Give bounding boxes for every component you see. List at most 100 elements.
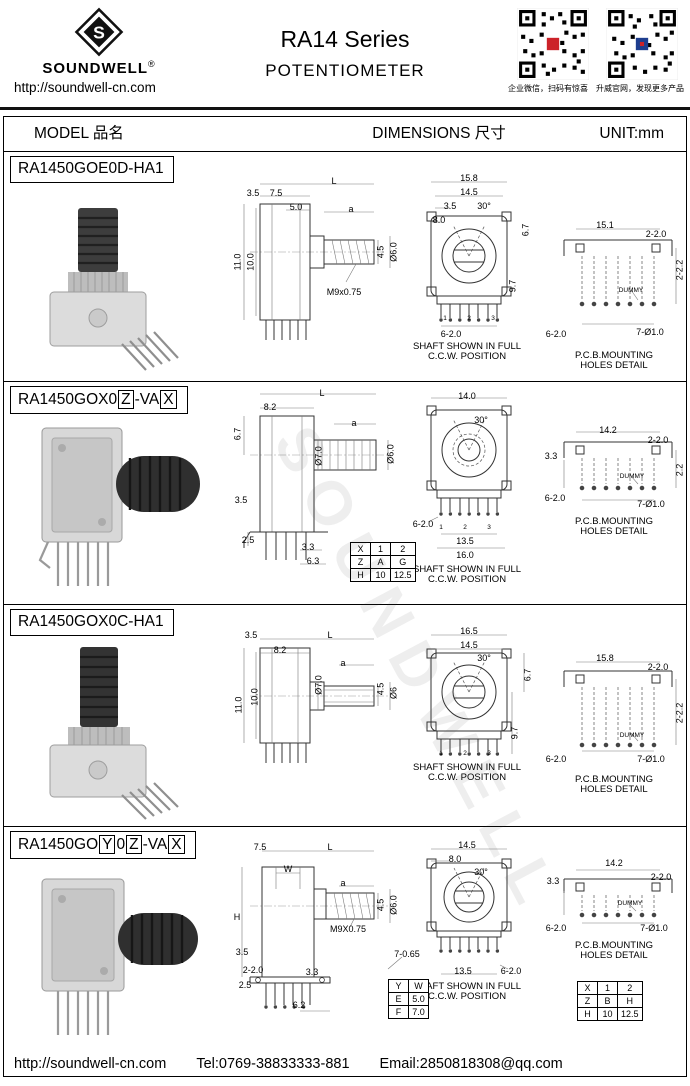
dimension-label: 2-2.0 [242,965,264,975]
dimension-label: 6-2.0 [440,329,462,339]
model-boxed-letter: Z [118,390,134,410]
dimension-label: 8.0 [448,854,462,864]
side-view-drawing [243,638,391,763]
dimension-label: 3 [491,315,495,322]
qr-code-website-icon [606,8,679,80]
dimension-label: 6-2.0 [545,923,567,933]
dimension-label: 3 [487,750,491,757]
side-view-drawing [241,850,403,1012]
model-boxed-letter: X [160,390,177,410]
dimension-label: 14.5 [460,187,478,197]
option-spec-cell: W [408,979,429,993]
dimension-label: 6-2.0 [545,329,567,339]
dimension-label: 14.5 [458,840,476,850]
pcb-detail-drawing [563,661,677,752]
model-text: -VA [142,836,168,853]
pcb-detail-drawing [563,228,677,325]
dimension-label: 14.0 [458,391,476,401]
dimension-label: 4.5 [375,245,386,259]
dimension-label: 30° [474,415,488,425]
dimension-label: Ø7.0 [313,446,324,466]
dimension-label: Ø6.0 [388,895,399,915]
product-photo [49,647,179,820]
qr-code-wechat-icon [517,8,589,80]
option-spec-cell: 1 [597,981,618,995]
model-boxed-letter: X [168,835,185,855]
side-view-drawing [243,393,390,565]
dimension-label: L [327,842,333,852]
model-row-1: RA1450GOE0D-HA1 [4,152,686,382]
dimension-label: a [351,418,357,428]
model-text: -VA [134,391,160,408]
footer-url[interactable]: http://soundwell-cn.com [14,1055,167,1072]
dimension-label: 30° [477,201,491,211]
technical-drawing-3 [49,634,677,820]
qr-caption-wechat: 企业微信，扫码有惊喜 [508,84,588,93]
brand-url[interactable]: http://soundwell-cn.com [14,80,156,95]
option-spec-cell: 7.0 [408,1005,429,1019]
logo-letter: S [93,23,105,43]
dimension-label: 1 [439,524,443,531]
dimension-label: 15.8 [460,173,478,183]
dimension-label: 6.3 [306,556,320,566]
dimension-label: 3.5 [235,947,249,957]
dimension-label: 11.0 [232,253,243,271]
product-photo [41,878,198,1035]
model-text: RA1450GOX0C-HA1 [18,613,164,630]
dimension-label: 1 [443,315,447,322]
dimension-label: 7-Ø1.0 [640,923,668,933]
dimension-label: 7-0.65 [394,949,420,959]
option-spec-cell: G [390,555,416,569]
pcb-detail-drawing [563,431,677,501]
footer-email[interactable]: Email:2850818308@qq.com [379,1055,563,1072]
dimension-label: 1 [439,750,443,757]
dimension-label: 2 [463,524,467,531]
model-name: RA1450GOE0D-HA1 [10,156,174,183]
front-view-drawing [426,634,525,756]
model-name: RA1450GOX0C-HA1 [10,609,174,636]
dimension-label: 4.5 [375,898,386,912]
dimension-label: 30° [477,653,491,663]
dimension-label: 3.3 [305,967,319,977]
option-spec-cell: H [350,568,371,582]
dimension-label: Ø7.0 [313,675,324,695]
dimension-label: 7.5 [253,842,267,852]
option-spec-cell: 10 [597,1007,618,1021]
dimension-label: 6-2.0 [545,754,567,764]
page-subtitle: POTENTIOMETER [265,61,425,80]
drawing-caption: SHAFT SHOWN IN FULL C.C.W. POSITION [412,341,522,362]
dimension-label: 6.7 [520,223,531,237]
dimension-label: 15.1 [596,220,614,230]
dimension-label: 3.5 [246,188,260,198]
dimension-label: 16.0 [456,550,474,560]
dimension-label: 7-Ø1.0 [637,754,665,764]
dimension-label: 3 [487,524,491,531]
technical-drawing-1 [49,181,677,371]
option-spec-cell: 5.0 [408,992,429,1006]
option-spec-cell: X [577,981,598,995]
dimension-label: 8.2 [273,645,287,655]
model-row-3: RA1450GOX0C-HA1 [4,605,686,827]
drawing-caption: SHAFT SHOWN IN FULL C.C.W. POSITION [412,762,522,783]
technical-drawing-2 [38,393,677,586]
dimension-label: 6.7 [522,668,533,682]
dimension-label: 2-2.2 [674,259,685,281]
title-block: RA14 Series POTENTIOMETER [185,26,505,81]
option-spec-cell: E [388,992,409,1006]
qr-block: 企业微信，扫码有惊喜 升威官网，发现更多产品 [504,8,684,94]
dimension-label: 16.5 [460,626,478,636]
dimension-label: DUMMY [617,900,643,907]
dimension-label: 3.3 [546,876,560,886]
option-spec-cell: Z [350,555,371,569]
dimension-label: 11.0 [233,696,244,714]
dimension-label: DUMMY [618,287,644,294]
column-header-dimensions: DIMENSIONS 尺寸 [372,125,506,142]
front-view-drawing [426,848,512,975]
column-header-model: MODEL 品名 [34,125,124,142]
dimension-label: 7-Ø1.0 [637,499,665,509]
dimension-label: 8.2 [263,402,277,412]
dimension-label: 13.5 [456,536,474,546]
